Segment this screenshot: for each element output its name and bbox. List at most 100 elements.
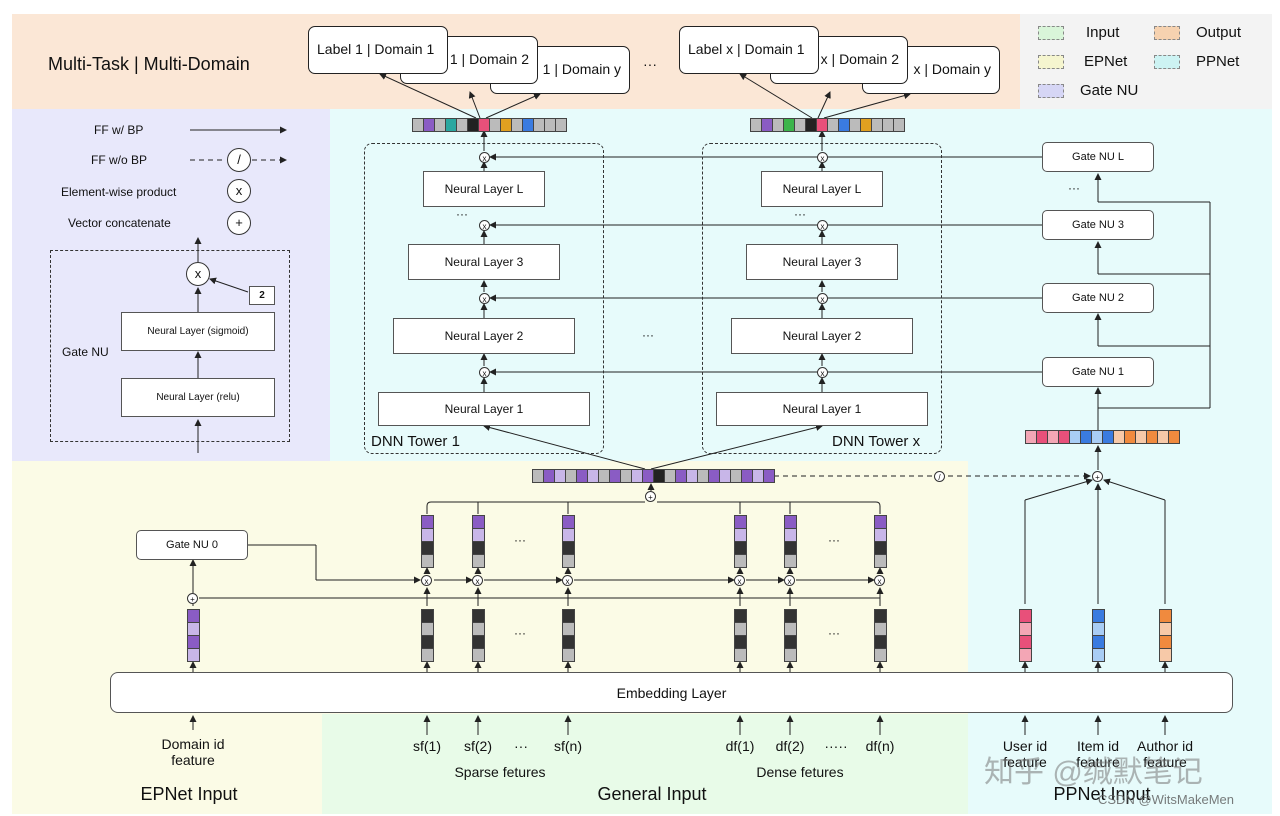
sparse-features-label: Sparse fetures — [454, 764, 546, 780]
dense-embedding-stack — [784, 609, 797, 662]
gated-embedding-stack — [562, 515, 575, 568]
tower1-neural-layer-3: Neural Layer 3 — [408, 244, 560, 280]
dense-feature-n: df(n) — [865, 738, 895, 754]
gated-embedding-stack — [472, 515, 485, 568]
dense-embedding-stack — [734, 609, 747, 662]
user-id-feature: User id feature — [1002, 738, 1048, 770]
output-ellipsis: ··· — [643, 56, 657, 72]
gated-embedding-stack — [784, 515, 797, 568]
item-embedding-stack — [1092, 609, 1105, 662]
gated-embedding-stack — [734, 515, 747, 568]
tower1-neural-layer-1: Neural Layer 1 — [378, 392, 590, 426]
dense-feature-2: df(2) — [775, 738, 805, 754]
gated-embedding-stack — [874, 515, 887, 568]
output-vector-tower-x — [750, 118, 905, 132]
plus-icon: + — [227, 211, 251, 235]
ppnet-input-region — [968, 461, 1272, 814]
general-input-region — [322, 714, 968, 814]
epnet-input-label: EPNet Input — [140, 784, 238, 804]
key-ff-bp: FF w/ BP — [94, 123, 144, 137]
author-embedding-stack — [1159, 609, 1172, 662]
item-id-feature: Item id feature — [1076, 738, 1120, 770]
multiply-icon: x — [472, 575, 483, 586]
multiply-icon: x — [479, 220, 490, 231]
dense-feature-ellipsis: ····· — [824, 738, 848, 754]
dense-embedding-stack — [874, 609, 887, 662]
ppnet-gate-ellipsis: ··· — [1068, 181, 1080, 195]
multiply-icon: x — [784, 575, 795, 586]
concat-input-vector — [532, 469, 775, 483]
key-concat: Vector concatenate — [68, 216, 171, 230]
multiply-icon: x — [227, 179, 251, 203]
sparse-feature-n: sf(n) — [554, 738, 582, 754]
ppnet-gate-nu-1: Gate NU 1 — [1042, 357, 1154, 387]
dense-feature-1: df(1) — [725, 738, 755, 754]
legend-label-output: Output — [1196, 24, 1242, 41]
multiply-icon: x — [479, 367, 490, 378]
sparse-feature-ellipsis: ··· — [514, 738, 528, 754]
dense-features-label: Dense fetures — [756, 764, 844, 780]
embedding-layer: Embedding Layer — [110, 672, 1233, 713]
output-vector-tower-1 — [412, 118, 567, 132]
gate-nu-detail-title: Gate NU — [62, 345, 109, 359]
legend-swatch-ppnet — [1154, 55, 1180, 69]
legend-label-ppnet: PPNet — [1196, 53, 1240, 70]
multiply-icon: x — [479, 152, 490, 163]
stack-ellipsis: ··· — [514, 533, 526, 547]
stack-ellipsis: ··· — [828, 533, 840, 547]
sparse-feature-2: sf(2) — [464, 738, 492, 754]
tower1-ellipsis: ··· — [456, 207, 468, 221]
output-label-card: Label 1 | Domain 1 — [308, 26, 448, 74]
multiply-icon: x — [817, 293, 828, 304]
multiply-icon: x — [734, 575, 745, 586]
multiply-icon: x — [817, 152, 828, 163]
legend-swatch-epnet — [1038, 55, 1064, 69]
user-embedding-stack — [1019, 609, 1032, 662]
output-label-card: Label x | Domain 1 — [679, 26, 819, 74]
ppnet-gate-nu-l: Gate NU L — [1042, 142, 1154, 172]
domain-id-feature: Domain id feature — [161, 736, 225, 768]
towerx-neural-layer-2: Neural Layer 2 — [731, 318, 913, 354]
watermark-zhihu: 知乎 @缄默笔记 — [984, 756, 1203, 789]
towers-ellipsis: ··· — [642, 328, 654, 342]
concat-icon: + — [1092, 471, 1103, 482]
gate-nu-0: Gate NU 0 — [136, 530, 248, 560]
dnn-tower-1-label: DNN Tower 1 — [371, 433, 460, 450]
page-title: Multi-Task | Multi-Domain — [48, 54, 250, 74]
legend-swatch-output — [1154, 26, 1180, 40]
gate-scale-box: 2 — [249, 286, 275, 305]
concat-icon: + — [645, 491, 656, 502]
multiply-icon: x — [817, 220, 828, 231]
dnn-tower-x-label: DNN Tower x — [832, 433, 921, 450]
towerx-neural-layer-3: Neural Layer 3 — [746, 244, 898, 280]
stack-ellipsis: ··· — [514, 626, 526, 640]
legend-label-gate-nu: Gate NU — [1080, 82, 1139, 99]
general-input-label: General Input — [597, 784, 707, 804]
multiply-icon: x — [562, 575, 573, 586]
tower1-neural-layer-l: Neural Layer L — [423, 171, 545, 207]
neural-layer-relu: Neural Layer (relu) — [121, 378, 275, 417]
sparse-embedding-stack — [472, 609, 485, 662]
ppnet-concat-vector — [1025, 430, 1180, 444]
multiply-icon: x — [874, 575, 885, 586]
legend-swatch-gate-nu — [1038, 84, 1064, 98]
stop-gradient-icon: / — [227, 148, 251, 172]
watermark-csdn: CSDN @WitsMakeMen — [1098, 792, 1234, 807]
ppnet-gate-nu-2: Gate NU 2 — [1042, 283, 1154, 313]
gate-multiply-icon: x — [186, 262, 210, 286]
author-id-feature: Author id feature — [1136, 738, 1194, 770]
legend-label-epnet: EPNet — [1084, 53, 1128, 70]
neural-layer-sigmoid: Neural Layer (sigmoid) — [121, 312, 275, 351]
tower1-neural-layer-2: Neural Layer 2 — [393, 318, 575, 354]
domain-embedding-stack — [187, 609, 200, 662]
gated-embedding-stack — [421, 515, 434, 568]
stop-gradient-icon: / — [934, 471, 945, 482]
dnn-tower-x-frame — [702, 143, 942, 454]
multiply-icon: x — [817, 367, 828, 378]
concat-icon: + — [187, 593, 198, 604]
key-ff-no-bp: FF w/o BP — [91, 153, 148, 167]
gate-nu-detail-frame — [50, 250, 290, 442]
multiply-icon: x — [421, 575, 432, 586]
sparse-feature-1: sf(1) — [413, 738, 441, 754]
dnn-tower-1-frame — [364, 143, 604, 454]
